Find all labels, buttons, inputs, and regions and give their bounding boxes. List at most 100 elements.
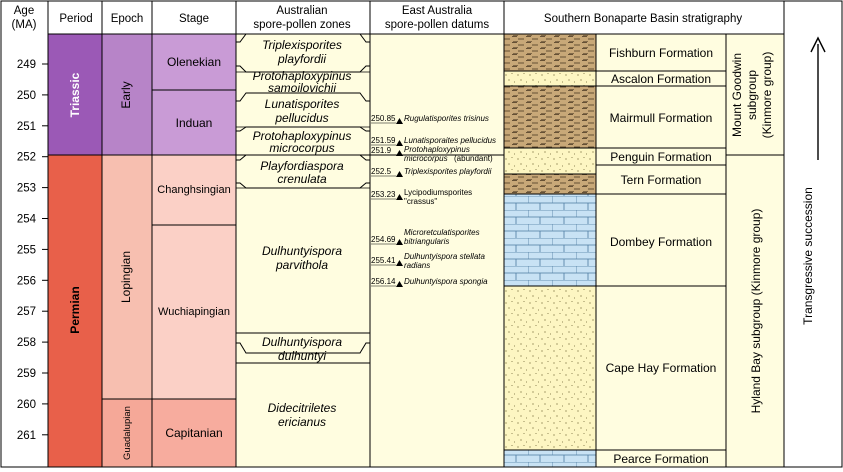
formation-penguin: Penguin Formation xyxy=(610,150,711,164)
triangle-marker-icon xyxy=(396,260,403,266)
lithology-sandstone xyxy=(504,286,596,450)
age-tick-label: 250 xyxy=(17,90,36,102)
age-tick-label: 256 xyxy=(17,275,36,287)
datum-name: Lycipodiumsporites xyxy=(404,188,472,197)
zone-label: Dulhuntyispora xyxy=(262,244,342,258)
lithology-mudstone xyxy=(504,86,596,148)
datum-age: 254.69 xyxy=(371,235,396,244)
age-tick-label: 258 xyxy=(17,337,36,349)
triangle-marker-icon xyxy=(396,194,403,200)
header-stage: Stage xyxy=(179,13,209,25)
datum-age: 256.14 xyxy=(371,277,396,286)
stage-wuchiapingian xyxy=(152,225,236,399)
lithology-limestone xyxy=(504,450,596,467)
subgroup-upper-label: (Kinmore group) xyxy=(760,52,774,139)
epoch-guadalupian xyxy=(102,399,152,467)
formation-pearce: Pearce Formation xyxy=(613,452,708,466)
succession-label: Transgressive succession xyxy=(801,187,815,325)
stage-capitanian-label: Capitanian xyxy=(165,426,222,440)
header-age-unit: (MA) xyxy=(12,19,37,31)
age-tick-label: 261 xyxy=(17,430,36,442)
age-tick-label: 249 xyxy=(17,59,36,71)
datum-name-cont: bitriangularis xyxy=(404,237,449,246)
triangle-marker-icon xyxy=(396,140,403,146)
zone-label: crenulata xyxy=(277,172,327,186)
header-age: Age xyxy=(14,5,34,17)
header-strat: Southern Bonaparte Basin stratigraphy xyxy=(544,13,742,25)
stage-changhsingian xyxy=(152,155,236,225)
datum-name: Microretculatisporites xyxy=(404,228,480,237)
header-datums-sub: spore-pollen datums xyxy=(385,19,489,31)
datum-name-cont: "crassus" xyxy=(404,197,437,206)
datum-name: Dulhuntyispora stellata xyxy=(404,252,485,261)
zone-label: pellucidus xyxy=(274,111,328,125)
header-period: Period xyxy=(59,13,92,25)
age-tick-label: 254 xyxy=(17,214,37,226)
zone-label: microcorpus xyxy=(269,141,334,155)
subgroup-upper-label: Mount Goodwin xyxy=(730,53,744,137)
stage-capitanian xyxy=(152,399,236,467)
subgroup-column xyxy=(726,34,784,467)
lithology-sandstone xyxy=(504,148,596,174)
zone-label: Didecitriletes xyxy=(268,401,337,415)
datum-age: 253.23 xyxy=(371,190,396,199)
zone-label: samoilovichii xyxy=(268,81,336,95)
stage-olenekian-label: Olenekian xyxy=(167,55,221,69)
datum-entry: 254.69 Microretculatisporites bitriangul… xyxy=(371,228,480,246)
epoch-lopingian-label: Lopingian xyxy=(119,251,133,303)
age-tick-label: 257 xyxy=(17,306,36,318)
period-permian-label: Permian xyxy=(68,286,82,333)
up-arrow-icon xyxy=(810,36,826,160)
datum-age: 251.9 xyxy=(371,146,392,155)
subgroup-upper-label: subgroup xyxy=(745,70,759,120)
zone-label: Playfordiaspora xyxy=(260,159,344,173)
triangle-marker-icon xyxy=(396,171,403,177)
datum-age: 251.59 xyxy=(371,136,396,145)
zone-label: Protohaploxypinus xyxy=(253,69,352,83)
age-tick-label: 260 xyxy=(17,399,36,411)
datum-name-cont: microcorpus xyxy=(404,154,448,163)
subgroup-lower-label: Hyland Bay subgroup (Kinmore group) xyxy=(749,209,763,414)
lithology-limestone xyxy=(504,194,596,286)
datum-entry: 251.59 Lunatisporaites pellucidus xyxy=(371,136,496,146)
zone-label: Dulhuntyispora xyxy=(262,335,342,349)
header-epoch: Epoch xyxy=(111,13,144,25)
datum-entry: 255.41 Dulhuntyispora stellata radians xyxy=(371,252,485,270)
zone-label: Lunatisporites xyxy=(265,97,340,111)
stage-wuchiapingian-label: Wuchiapingian xyxy=(158,306,230,318)
formation-dombey: Dombey Formation xyxy=(610,235,712,249)
epoch-guadalupian-label: Guadalupian xyxy=(122,406,133,460)
formation-fishburn: Fishburn Formation xyxy=(609,46,713,60)
header-zones-sub: spore-pollen zones xyxy=(253,19,350,31)
zones-column xyxy=(236,34,370,467)
datum-age: 255.41 xyxy=(371,256,396,265)
datum-entry: 252.5 Triplexisporites playfordii xyxy=(371,167,492,177)
stage-olenekian xyxy=(152,34,236,90)
formation-ascalon: Ascalon Formation xyxy=(611,72,711,86)
header-datums: East Australia xyxy=(402,5,473,17)
age-tick-label: 252 xyxy=(17,152,36,164)
age-tick-label: 259 xyxy=(17,368,36,380)
lithology-mudstone xyxy=(504,174,596,194)
datum-name: Dulhuntyispora spongia xyxy=(404,277,488,286)
age-tick-label: 255 xyxy=(17,244,36,256)
datum-name-cont: radians xyxy=(404,261,430,270)
zone-label: ericianus xyxy=(278,415,326,429)
formation-mairmull: Mairmull Formation xyxy=(610,111,713,125)
formation-cape-hay: Cape Hay Formation xyxy=(606,361,717,375)
datum-age: 250.85 xyxy=(371,114,396,123)
triangle-marker-icon xyxy=(396,118,403,124)
formation-connectors xyxy=(504,70,726,451)
age-tick-label: 253 xyxy=(17,183,36,195)
zone-label: Triplexisporites xyxy=(262,38,342,52)
datum-entry: 250.85 Rugulatisporites trisinus xyxy=(371,114,489,124)
zone-label: dulhuntyi xyxy=(278,349,326,363)
zone-label: Protohaploxypinus xyxy=(253,129,352,143)
epoch-early-label: Early xyxy=(119,81,133,108)
datum-age: 252.5 xyxy=(371,167,392,176)
header-zones: Australian xyxy=(276,5,327,17)
age-tick-label: 251 xyxy=(17,121,36,133)
formation-tern: Tern Formation xyxy=(621,173,702,187)
datum-note: (abundant) xyxy=(454,154,493,163)
